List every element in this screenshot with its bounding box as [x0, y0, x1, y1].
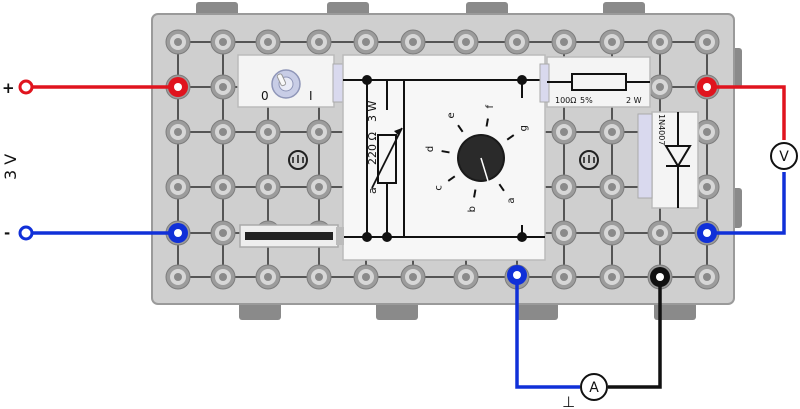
plug-red-left: [168, 77, 188, 97]
socket[interactable]: [255, 119, 281, 145]
socket[interactable]: [165, 174, 191, 200]
voltage-label: 3 V: [1, 154, 20, 180]
dial-tick: [506, 134, 515, 141]
dial-tick: [473, 189, 477, 198]
socket[interactable]: [210, 264, 236, 290]
socket[interactable]: [453, 29, 479, 55]
resistor-module: 100Ω 5% 2 W: [539, 56, 651, 108]
socket[interactable]: [551, 264, 577, 290]
plug-red-right: [697, 77, 717, 97]
dial-tick: [498, 183, 505, 192]
dial-label: d: [425, 146, 436, 152]
socket[interactable]: [504, 29, 530, 55]
socket[interactable]: [694, 119, 720, 145]
socket[interactable]: [353, 264, 379, 290]
bridge-plug[interactable]: [239, 224, 344, 248]
switch-module[interactable]: 0 I: [237, 54, 344, 108]
socket[interactable]: [306, 119, 332, 145]
socket[interactable]: [694, 264, 720, 290]
socket[interactable]: [306, 264, 332, 290]
dial-tick: [441, 150, 450, 154]
socket[interactable]: [694, 174, 720, 200]
dial-label: b: [467, 206, 478, 212]
potentiometer-power-label: 3 W: [366, 101, 379, 122]
socket[interactable]: [210, 29, 236, 55]
resistor-symbol: [571, 73, 627, 91]
socket[interactable]: [599, 174, 625, 200]
ammeter-label: A: [589, 380, 599, 396]
socket[interactable]: [647, 220, 673, 246]
dial-label: c: [433, 185, 444, 191]
potentiometer-wiring: [343, 79, 545, 238]
terminal-plus[interactable]: [18, 79, 34, 95]
socket[interactable]: [210, 119, 236, 145]
resistor-power-label: 2 W: [626, 96, 642, 105]
ground-label: ⊥: [562, 393, 575, 409]
voltmeter[interactable]: V: [770, 142, 798, 170]
plug-blue-bottom: [507, 265, 527, 285]
socket[interactable]: [599, 220, 625, 246]
dial-knob[interactable]: [457, 134, 505, 182]
plug-blue-left: [168, 223, 188, 243]
socket[interactable]: [551, 119, 577, 145]
socket[interactable]: [599, 264, 625, 290]
socket[interactable]: [599, 29, 625, 55]
ammeter[interactable]: A: [580, 373, 608, 401]
dial-tick: [457, 124, 464, 133]
dial-ticks: a b c d e f g: [425, 105, 530, 213]
socket[interactable]: [306, 174, 332, 200]
socket[interactable]: [210, 74, 236, 100]
wire-positive: [26, 85, 786, 140]
socket[interactable]: [551, 29, 577, 55]
socket[interactable]: [694, 29, 720, 55]
socket[interactable]: [453, 264, 479, 290]
switch-on-label: I: [309, 89, 313, 103]
socket[interactable]: [165, 29, 191, 55]
grid-logo-left: [288, 150, 308, 170]
socket[interactable]: [551, 174, 577, 200]
socket[interactable]: [210, 220, 236, 246]
socket[interactable]: [255, 264, 281, 290]
diode-part-label: 1N4007: [657, 114, 666, 145]
socket[interactable]: [647, 29, 673, 55]
socket[interactable]: [551, 220, 577, 246]
socket[interactable]: [647, 74, 673, 100]
socket[interactable]: [210, 174, 236, 200]
resistor-tolerance-label: 5%: [580, 96, 593, 105]
socket[interactable]: [306, 29, 332, 55]
socket[interactable]: [255, 174, 281, 200]
switch-off-label: 0: [261, 89, 269, 103]
grid-logo-right: [579, 150, 599, 170]
diode-symbol: [664, 145, 692, 168]
socket[interactable]: [165, 119, 191, 145]
potentiometer-module: 220 Ω 3 W a a b c d e f g: [342, 54, 546, 261]
dial-label: a: [506, 198, 517, 204]
plug-blue-right: [697, 223, 717, 243]
plug-black-bottom: [650, 267, 670, 287]
wire-return: [608, 277, 662, 389]
terminal-minus[interactable]: [18, 225, 34, 241]
dial-tick: [447, 175, 456, 182]
socket[interactable]: [353, 29, 379, 55]
socket[interactable]: [599, 119, 625, 145]
socket[interactable]: [400, 264, 426, 290]
plus-label: +: [2, 79, 15, 97]
minus-label: -: [4, 224, 10, 242]
socket[interactable]: [400, 29, 426, 55]
dial-tick: [485, 118, 489, 127]
dial-label: e: [446, 112, 457, 118]
wire-negative: [26, 172, 786, 389]
socket[interactable]: [255, 29, 281, 55]
potentiometer-wiper-label: a: [366, 187, 379, 194]
resistor-value-label: 100Ω: [555, 96, 576, 105]
potentiometer-value-label: 220 Ω: [366, 132, 379, 165]
dial-label: g: [519, 125, 530, 131]
diode-module: 1N4007: [637, 111, 699, 209]
voltmeter-label: V: [779, 149, 789, 165]
dial-label: f: [485, 105, 496, 109]
socket[interactable]: [165, 264, 191, 290]
